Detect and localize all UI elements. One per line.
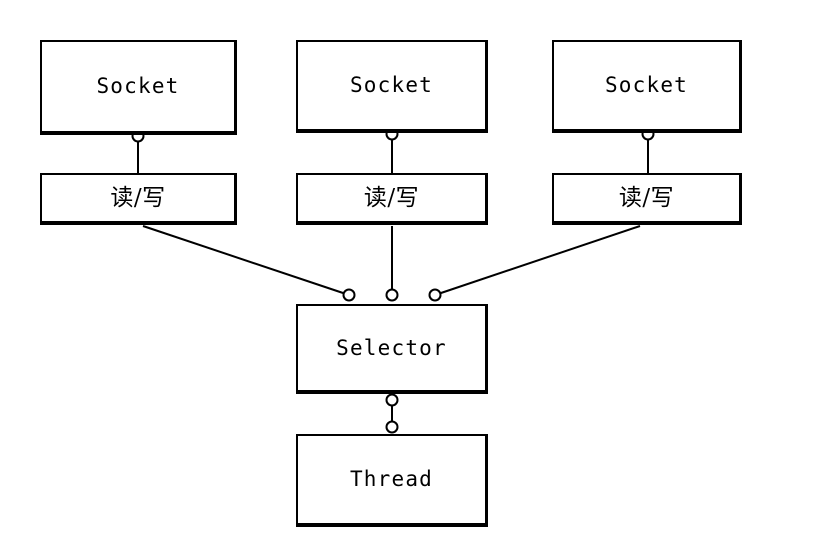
node-label-socket-right: Socket [604, 73, 689, 97]
node-socket-right[interactable]: Socket [552, 40, 742, 133]
node-rw-mid[interactable]: 读/写 [296, 173, 488, 225]
connector-port-icon-rw-right-to-selector-end [428, 288, 442, 302]
connector-line-rw-right-to-selector [439, 225, 641, 295]
node-label-socket-mid: Socket [349, 73, 434, 97]
node-label-rw-left: 读/写 [110, 184, 166, 211]
node-rw-left[interactable]: 读/写 [40, 173, 237, 225]
node-label-socket-left: Socket [96, 74, 180, 98]
connector-group [131, 127, 655, 434]
node-thread[interactable]: Thread [296, 434, 488, 527]
node-label-selector: Selector [336, 335, 447, 360]
node-rw-right[interactable]: 读/写 [552, 173, 742, 225]
node-label-rw-mid: 读/写 [363, 184, 420, 211]
node-socket-mid[interactable]: Socket [296, 40, 488, 133]
connector-port-icon-rw-mid-to-selector-end [385, 288, 399, 302]
node-socket-left[interactable]: Socket [40, 40, 237, 135]
node-label-rw-right: 读/写 [618, 184, 675, 211]
node-selector[interactable]: Selector [296, 304, 488, 394]
node-label-thread: Thread [349, 467, 434, 491]
connector-port-icon-rw-left-to-selector-end [342, 288, 356, 302]
connector-port-icon-selector-to-thread-start [385, 393, 399, 407]
connector-line-rw-left-to-selector [142, 225, 345, 295]
connector-port-icon-selector-to-thread-end [385, 420, 399, 434]
